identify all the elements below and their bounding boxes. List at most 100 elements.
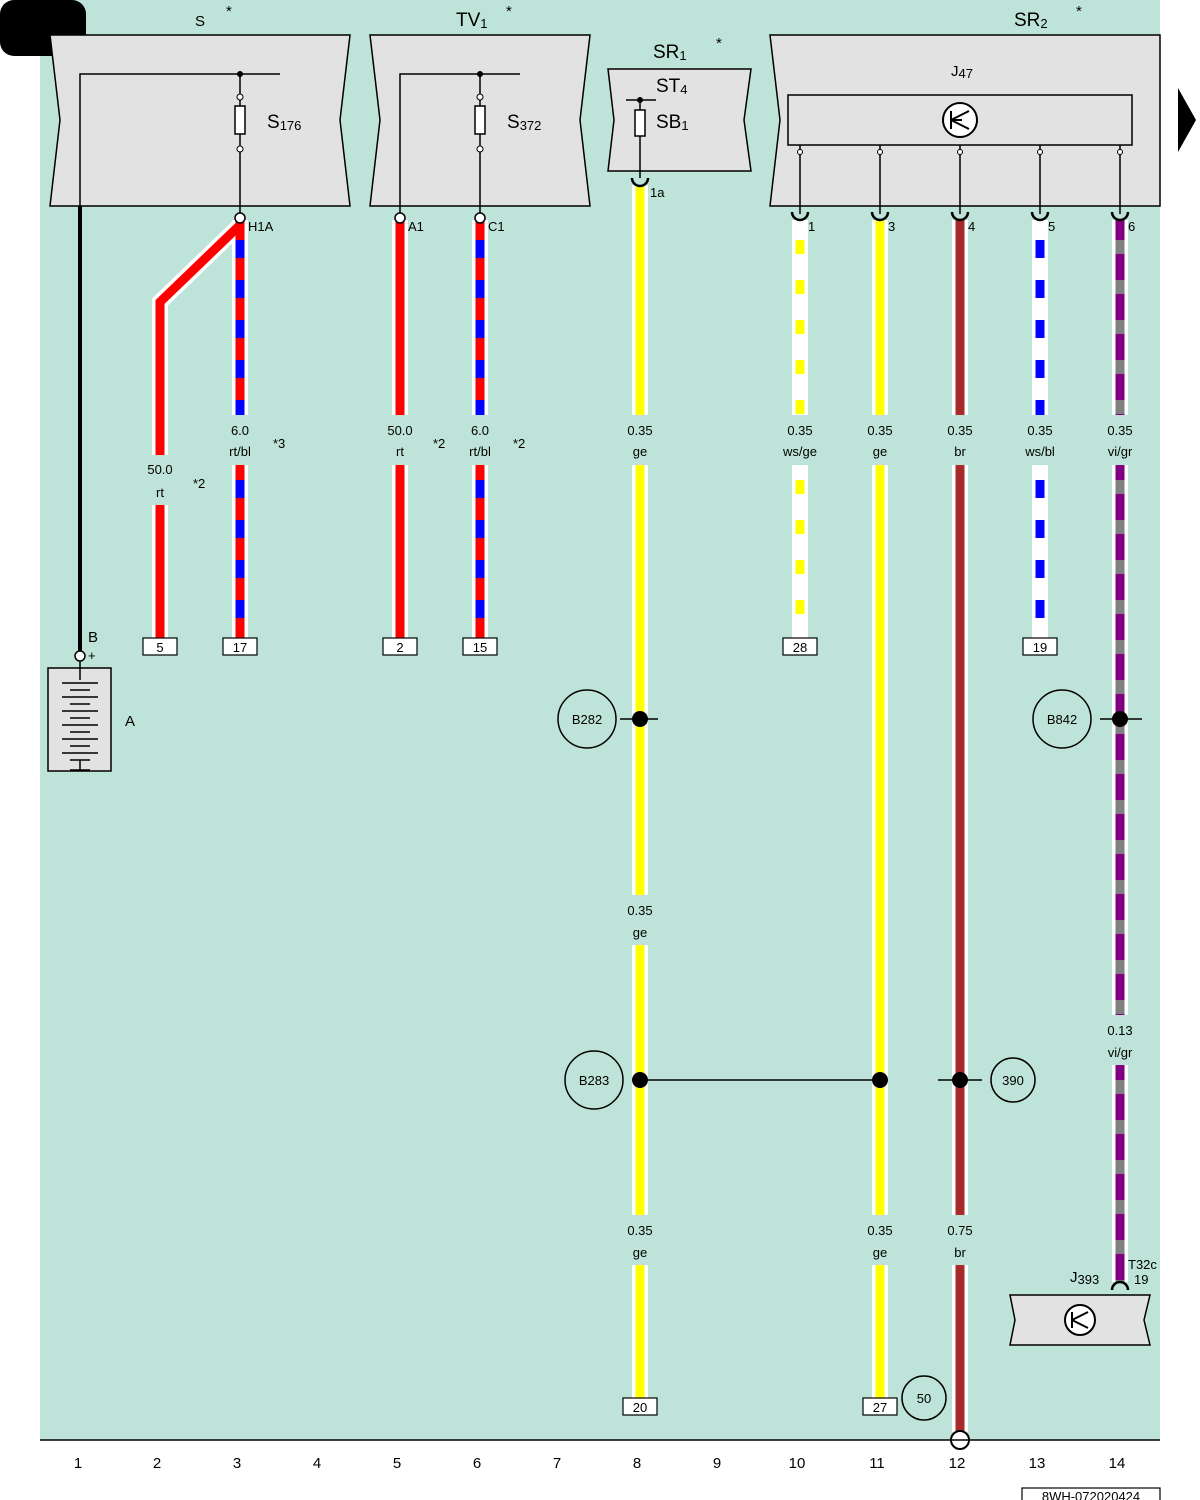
s-internal-bus bbox=[79, 73, 280, 215]
grid-number-9: 9 bbox=[713, 1455, 721, 1472]
wire-col3-size: 6.0 bbox=[231, 423, 249, 438]
connection-b282-label: B282 bbox=[572, 712, 602, 727]
ref-box-28: 28 bbox=[793, 640, 807, 655]
wire-col5-color: rt bbox=[396, 444, 404, 459]
wire-col12a-size: 0.35 bbox=[947, 423, 972, 438]
wire-col5-note: *2 bbox=[433, 436, 445, 451]
component-tv1-star: * bbox=[506, 3, 512, 20]
grid-number-5: 5 bbox=[393, 1455, 401, 1472]
connection-390-label: 390 bbox=[1002, 1073, 1024, 1088]
wire-col13-color: ws/bl bbox=[1024, 444, 1055, 459]
wire-col3-note: *3 bbox=[273, 436, 285, 451]
component-sr2-star: * bbox=[1076, 3, 1082, 20]
ref-box-20: 20 bbox=[633, 1400, 647, 1415]
wire-col12b-size: 0.75 bbox=[947, 1223, 972, 1238]
pin-j47-1-label: 1 bbox=[808, 219, 815, 234]
wire-col3-color: rt/bl bbox=[229, 444, 251, 459]
wire-col11b-size: 0.35 bbox=[867, 1223, 892, 1238]
wire-col8a-size: 0.35 bbox=[627, 423, 652, 438]
wire-col6-note: *2 bbox=[513, 436, 525, 451]
pin-connectors bbox=[630, 177, 1130, 1291]
pin-c1-label: C1 bbox=[488, 219, 505, 234]
battery-terminal-label: B bbox=[88, 629, 98, 646]
tv1-bus-node bbox=[477, 71, 483, 77]
component-tv1-title: TV1 bbox=[456, 10, 488, 31]
connection-50-label: 50 bbox=[917, 1391, 931, 1406]
ref-box-2: 2 bbox=[396, 640, 403, 655]
grid-number-3: 3 bbox=[233, 1455, 241, 1472]
pin-j47-3-label: 3 bbox=[888, 219, 895, 234]
st4-label: ST4 bbox=[656, 76, 688, 97]
next-page-arrow-icon bbox=[1178, 88, 1196, 152]
grid-number-4: 4 bbox=[313, 1455, 321, 1472]
battery-a-box bbox=[47, 667, 112, 772]
splice-dots bbox=[632, 711, 1128, 1088]
fuse-s176-icon bbox=[234, 105, 246, 135]
tv1-fuse-terminal-top bbox=[476, 93, 484, 101]
s-fuse-terminal-top bbox=[236, 93, 244, 101]
component-sr2-title: SR2 bbox=[1014, 10, 1048, 31]
ref-box-15: 15 bbox=[473, 640, 487, 655]
pin-a1-label: A1 bbox=[408, 219, 424, 234]
wire-col2-size: 50.0 bbox=[147, 462, 172, 477]
wire-col6-size: 6.0 bbox=[471, 423, 489, 438]
sb1-label: SB1 bbox=[656, 112, 689, 133]
j47-label: J47 bbox=[951, 63, 973, 81]
wire-col8b-color: ge bbox=[633, 925, 647, 940]
grid-number-12: 12 bbox=[949, 1455, 966, 1472]
wire-col2-red bbox=[155, 221, 244, 638]
ref-box-27: 27 bbox=[873, 1400, 887, 1415]
wire-col11b-color: ge bbox=[873, 1245, 887, 1260]
reference-boxes bbox=[142, 637, 1058, 1416]
j393-transistor-glyph bbox=[1071, 1311, 1089, 1329]
grid-number-14: 14 bbox=[1109, 1455, 1126, 1472]
j393-transistor-icon bbox=[1064, 1304, 1096, 1336]
wire-col8c-color: ge bbox=[633, 1245, 647, 1260]
s-bus-node bbox=[237, 71, 243, 77]
wire-col10-size: 0.35 bbox=[787, 423, 812, 438]
wire-col13-size: 0.35 bbox=[1027, 423, 1052, 438]
component-s-star: * bbox=[226, 3, 232, 20]
grid-number-8: 8 bbox=[633, 1455, 641, 1472]
grid-number-13: 13 bbox=[1029, 1455, 1046, 1472]
grid-number-1: 1 bbox=[74, 1455, 82, 1472]
grid-number-2: 2 bbox=[153, 1455, 161, 1472]
battery-polarity-label: + bbox=[88, 648, 96, 663]
j393-pin-label: 19 bbox=[1134, 1272, 1148, 1287]
battery-icon bbox=[62, 661, 98, 771]
j393-label: J393 bbox=[1070, 1269, 1099, 1287]
ref-box-17: 17 bbox=[233, 640, 247, 655]
pin-j47-5-label: 5 bbox=[1048, 219, 1055, 234]
grid-number-11: 11 bbox=[869, 1455, 885, 1472]
wire-col8a-color: ge bbox=[633, 444, 647, 459]
reference-circles bbox=[557, 689, 1092, 1421]
connection-b842-label: B842 bbox=[1047, 712, 1077, 727]
tv1-fuse-terminal-bottom bbox=[476, 145, 484, 153]
s372-label: S372 bbox=[507, 112, 541, 133]
wire-col14a-size: 0.35 bbox=[1107, 423, 1132, 438]
component-sr1-star: * bbox=[716, 35, 722, 52]
footer-code: 8WH-072020424 bbox=[1042, 1489, 1140, 1500]
wire-col2-color: rt bbox=[156, 485, 164, 500]
wire-col11a-color: ge bbox=[873, 444, 887, 459]
footer-code-box bbox=[1021, 1487, 1161, 1500]
wire-col12b-color: br bbox=[954, 1245, 966, 1260]
sr1-bus-node bbox=[637, 97, 643, 103]
pin-terminals bbox=[234, 212, 486, 224]
s-fuse-terminal-bottom bbox=[236, 145, 244, 153]
j47-pin-rings bbox=[797, 149, 1123, 155]
grid-number-6: 6 bbox=[473, 1455, 481, 1472]
grid-number-10: 10 bbox=[789, 1455, 806, 1472]
fuse-sb1-icon bbox=[634, 109, 646, 137]
component-sr1-title: SR1 bbox=[653, 42, 687, 63]
pin-j47-4-label: 4 bbox=[968, 219, 975, 234]
wire-col12a-color: br bbox=[954, 444, 966, 459]
j47-transistor-glyph bbox=[950, 110, 970, 130]
component-sr1-box bbox=[607, 68, 752, 172]
connection-b283-label: B283 bbox=[579, 1073, 609, 1088]
wire-col14b-color: vi/gr bbox=[1108, 1045, 1133, 1060]
battery-label: A bbox=[125, 713, 135, 730]
fuse-s372-icon bbox=[474, 105, 486, 135]
sr1-pin-label: 1a bbox=[650, 185, 665, 200]
